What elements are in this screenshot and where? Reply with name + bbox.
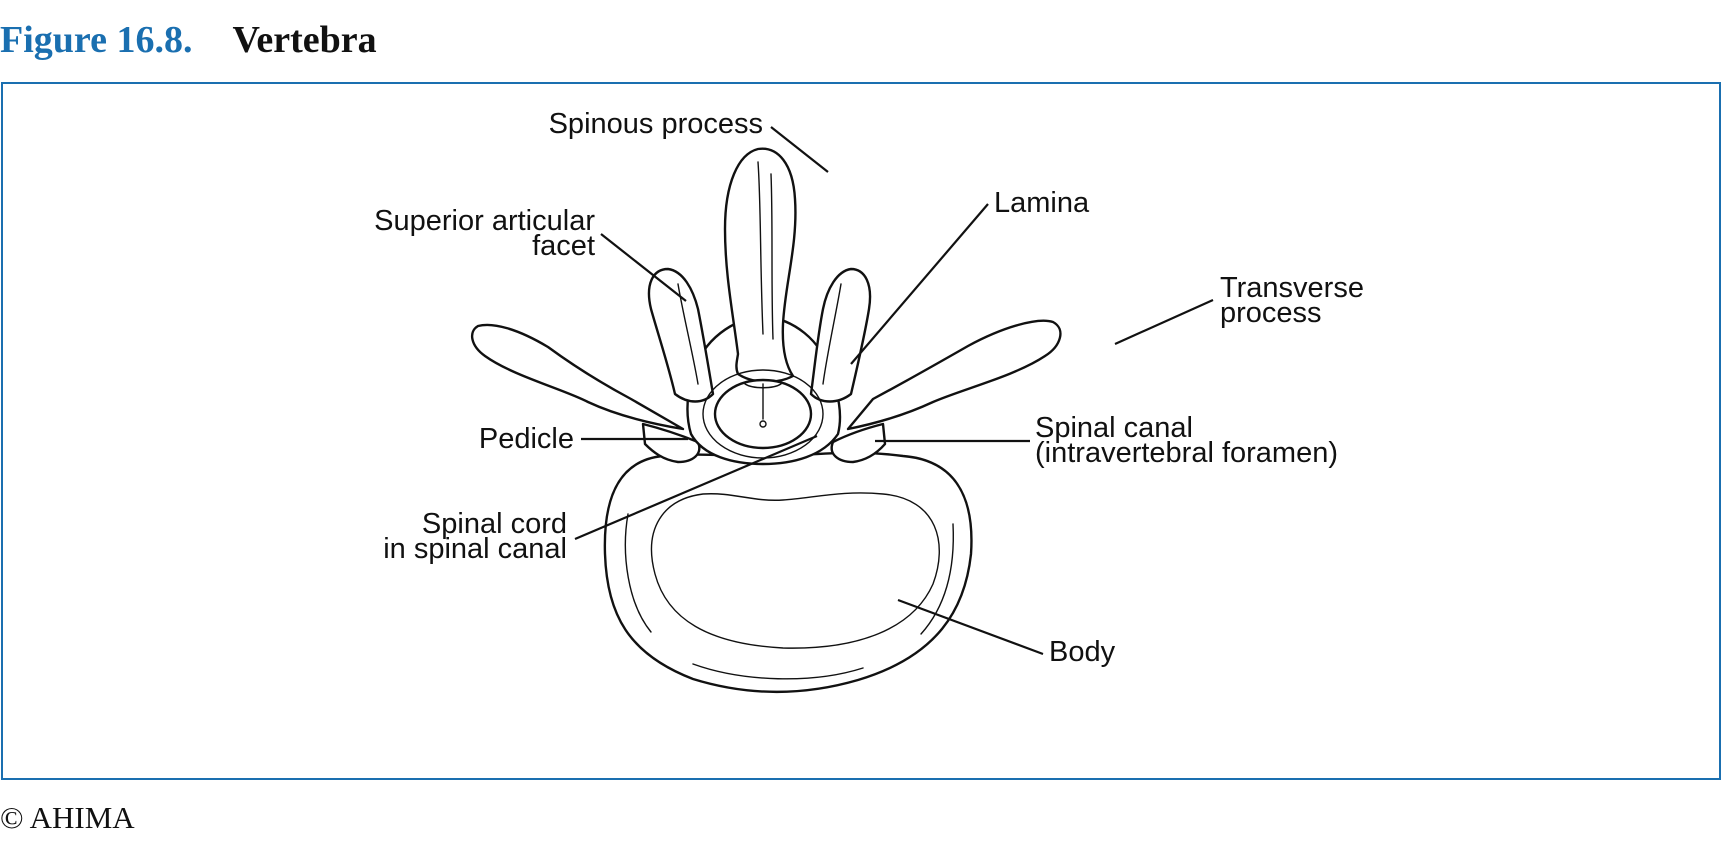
- labels: Spinous process Superior articular facet…: [374, 108, 1364, 668]
- body-shading-right: [920, 523, 955, 635]
- body-shading-bottom: [692, 663, 864, 680]
- leader-lamina: [850, 203, 989, 365]
- label-spinal-canal-line1: Spinal canal: [1035, 412, 1193, 444]
- figure-header: Figure 16.8. Vertebra: [0, 18, 377, 68]
- leader-spinous-process: [770, 126, 829, 173]
- label-transverse-process-line1: Transverse: [1220, 272, 1364, 304]
- vertebra-diagram: Spinous process Superior articular facet…: [374, 108, 1364, 694]
- figure-frame: Spinous process Superior articular facet…: [1, 82, 1721, 780]
- label-pedicle: Pedicle: [479, 423, 574, 455]
- label-spinal-cord-line2: in spinal canal: [383, 533, 567, 565]
- vertebra-illustration: [470, 147, 1062, 694]
- spinal-cord-top: [744, 383, 782, 389]
- label-spinal-canal-line2: (intravertebral foramen): [1035, 437, 1338, 469]
- label-superior-articular-facet-line2: facet: [532, 230, 595, 262]
- leader-transverse-process: [1114, 298, 1214, 346]
- vertebral-body: [603, 451, 973, 694]
- spinal-cord-center: [759, 420, 767, 428]
- label-lamina: Lamina: [994, 187, 1090, 219]
- label-body: Body: [1049, 636, 1116, 668]
- left-superior-articular-facet: [647, 267, 715, 403]
- spinous-process-ridge: [757, 161, 764, 335]
- body-shading-left: [624, 513, 652, 633]
- leader-superior-articular-facet: [600, 233, 687, 302]
- figure-title: Vertebra: [232, 19, 377, 61]
- left-facet-detail: [677, 283, 699, 385]
- label-spinal-cord-line1: Spinal cord: [422, 508, 567, 540]
- label-superior-articular-facet-line1: Superior articular: [374, 205, 595, 237]
- label-spinous-process: Spinous process: [549, 108, 763, 140]
- left-pedicle: [641, 422, 701, 464]
- figure-number: Figure 16.8.: [0, 19, 193, 61]
- label-transverse-process-line2: process: [1220, 297, 1322, 329]
- leader-lines: [574, 126, 1214, 656]
- leader-body: [897, 598, 1044, 656]
- right-transverse-process: [846, 319, 1062, 431]
- copyright-notice: © AHIMA: [0, 800, 135, 835]
- left-transverse-process: [470, 323, 685, 431]
- leader-spinal-cord: [574, 434, 818, 541]
- right-facet-detail: [822, 283, 842, 385]
- spinous-process-ridge-2: [770, 173, 774, 340]
- body-inner-rim: [650, 492, 940, 649]
- right-pedicle: [830, 422, 887, 464]
